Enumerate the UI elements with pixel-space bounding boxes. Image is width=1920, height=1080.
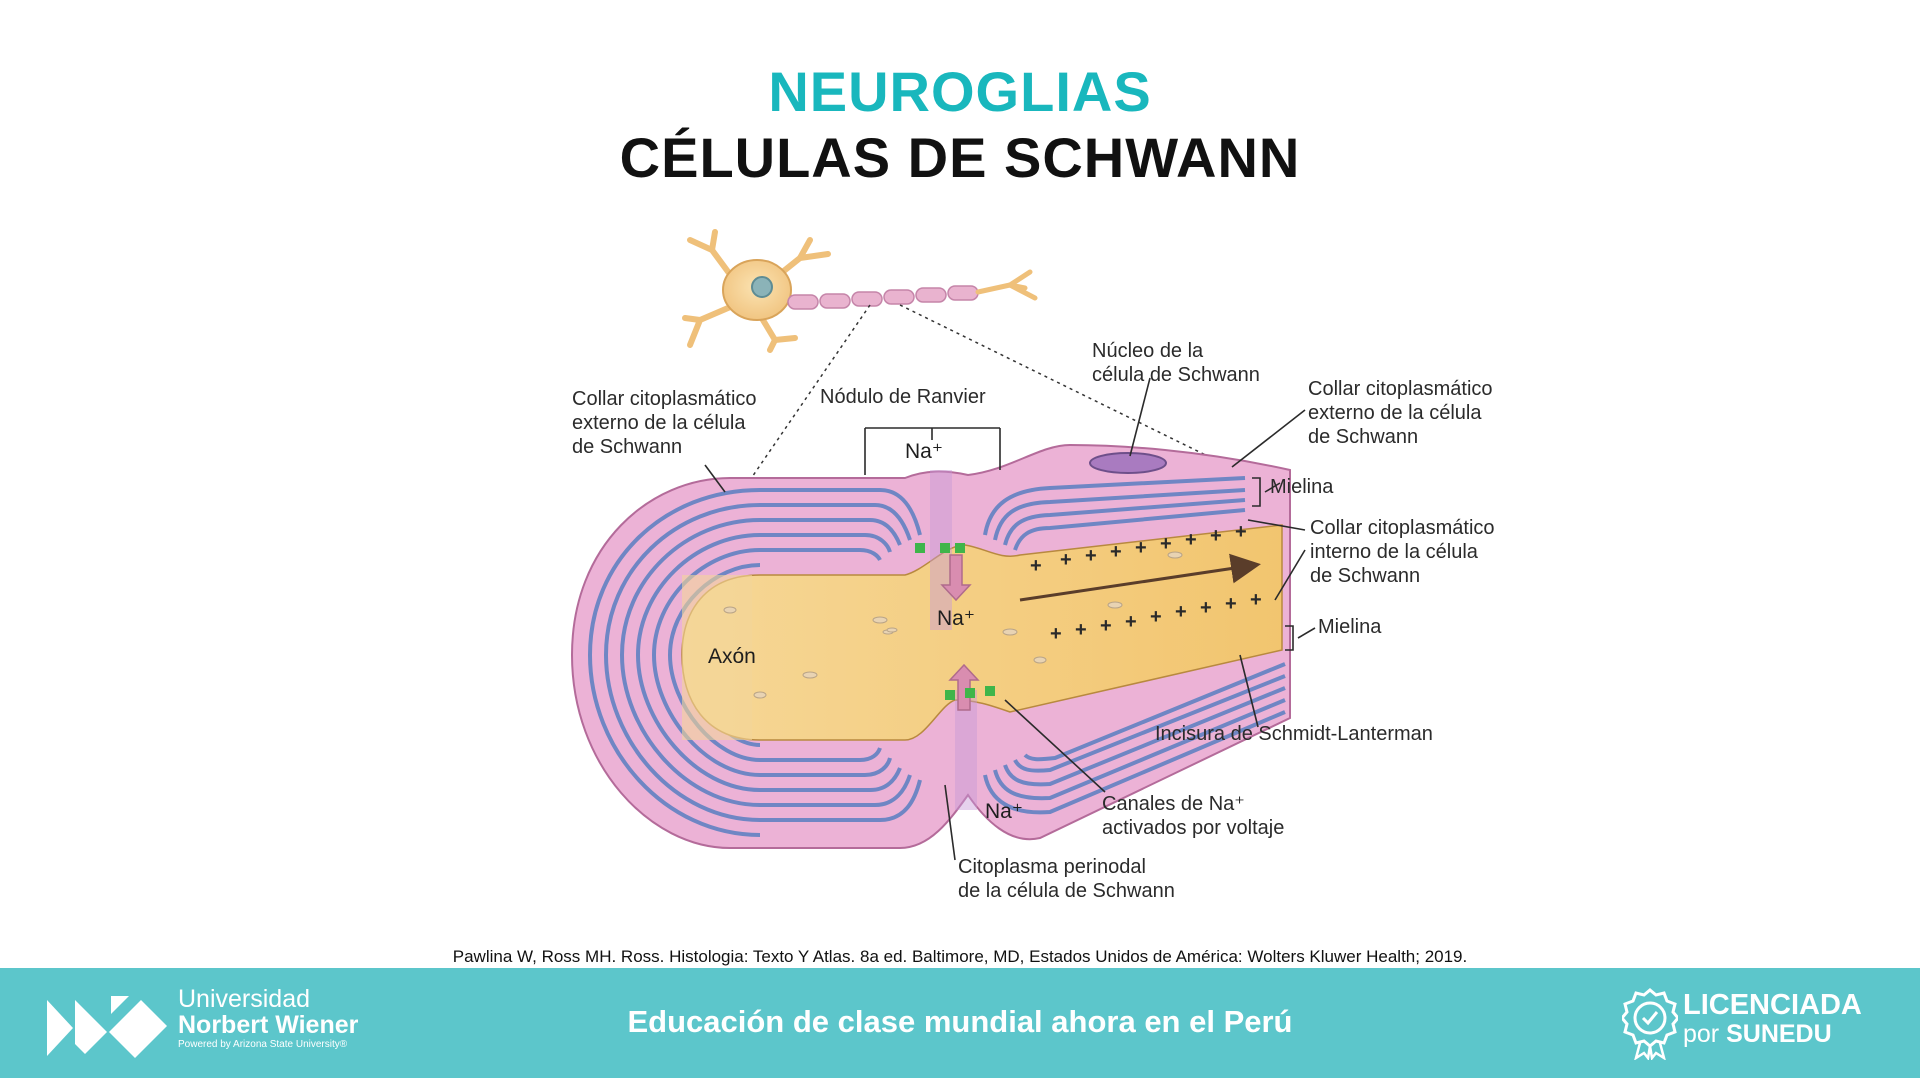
license-text: LICENCIADA por SUNEDU <box>1683 990 1862 1048</box>
slide-title: NEUROGLIAS CÉLULAS DE SCHWANN <box>0 60 1920 192</box>
label-citoplasma-2: de la célula de Schwann <box>958 880 1175 902</box>
label-canales-1: Canales de Na⁺ <box>1102 793 1245 815</box>
label-collar-ext-left-2: externo de la célula <box>572 412 746 434</box>
svg-text:+: + <box>1110 541 1122 563</box>
label-incisura: Incisura de Schmidt-Lanterman <box>1155 723 1433 745</box>
svg-text:+: + <box>1175 601 1187 623</box>
footer-bar: Universidad Norbert Wiener Powered by Ar… <box>0 968 1920 1080</box>
svg-text:+: + <box>1210 525 1222 547</box>
svg-text:+: + <box>1185 529 1197 551</box>
label-collar-ext-left-1: Collar citoplasmático <box>572 388 757 410</box>
charge-markers: + + + + + + + + + + + + + + + + + + <box>1030 521 1262 645</box>
axon <box>681 524 1283 741</box>
university-line1: Universidad <box>178 985 311 1013</box>
label-nucleo-2: célula de Schwann <box>1092 364 1260 386</box>
page-subtitle: CÉLULAS DE SCHWANN <box>619 126 1301 189</box>
neuron-illustration <box>682 229 1233 481</box>
label-mielina-bottom: Mielina <box>1318 616 1382 638</box>
svg-text:+: + <box>1075 619 1087 641</box>
label-na-top: Na⁺ <box>905 440 943 463</box>
svg-text:+: + <box>1085 545 1097 567</box>
svg-text:+: + <box>1135 537 1147 559</box>
license-line2: por SUNEDU <box>1683 1020 1862 1048</box>
label-collar-ext-right-3: de Schwann <box>1308 426 1418 448</box>
sodium-channels <box>915 543 995 700</box>
university-name: Universidad Norbert Wiener Powered by Ar… <box>178 986 358 1052</box>
license-sunedu: SUNEDU <box>1726 1020 1832 1048</box>
label-axon: Axón <box>708 645 756 668</box>
license-por: por <box>1683 1020 1727 1048</box>
svg-text:+: + <box>1150 606 1162 628</box>
footer-slogan: Educación de clase mundial ahora en el P… <box>627 1004 1293 1039</box>
svg-text:+: + <box>1160 533 1172 555</box>
label-mielina-top: Mielina <box>1270 476 1334 498</box>
license-line1: LICENCIADA <box>1683 989 1862 1021</box>
footer-bottom-line <box>0 1078 1920 1080</box>
citation-text: Pawlina W, Ross MH. Ross. Histologia: Te… <box>452 947 1468 966</box>
label-canales-2: activados por voltaje <box>1102 817 1284 839</box>
svg-text:+: + <box>1100 615 1112 637</box>
diagram-labels: Collar citoplasmático externo de la célu… <box>572 340 1495 902</box>
label-collar-ext-left-3: de Schwann <box>572 436 682 458</box>
label-na-bottom: Na⁺ <box>985 800 1023 823</box>
license-badge-icon <box>1622 988 1678 1060</box>
university-logo-icon <box>47 996 167 1058</box>
label-citoplasma-1: Citoplasma perinodal <box>958 856 1146 878</box>
svg-text:+: + <box>1200 597 1212 619</box>
svg-text:+: + <box>1030 555 1042 577</box>
powered-by: Powered by Arizona State University® <box>178 1039 348 1050</box>
svg-text:+: + <box>1060 549 1072 571</box>
svg-text:+: + <box>1235 521 1247 543</box>
svg-text:+: + <box>1050 623 1062 645</box>
label-collar-int-1: Collar citoplasmático <box>1310 517 1495 539</box>
label-collar-int-2: interno de la célula <box>1310 541 1479 563</box>
label-collar-ext-right-2: externo de la célula <box>1308 402 1482 424</box>
label-collar-int-3: de Schwann <box>1310 565 1420 587</box>
leader-lines <box>704 377 1316 861</box>
label-nucleo-1: Núcleo de la <box>1092 340 1204 362</box>
svg-text:+: + <box>1225 593 1237 615</box>
svg-text:+: + <box>1250 589 1262 611</box>
label-collar-ext-right-1: Collar citoplasmático <box>1308 378 1493 400</box>
university-line2: Norbert Wiener <box>178 1011 359 1039</box>
label-nodulo: Nódulo de Ranvier <box>820 386 986 408</box>
svg-text:+: + <box>1125 611 1137 633</box>
label-na-center: Na⁺ <box>937 607 975 630</box>
page-title: NEUROGLIAS <box>768 60 1152 123</box>
